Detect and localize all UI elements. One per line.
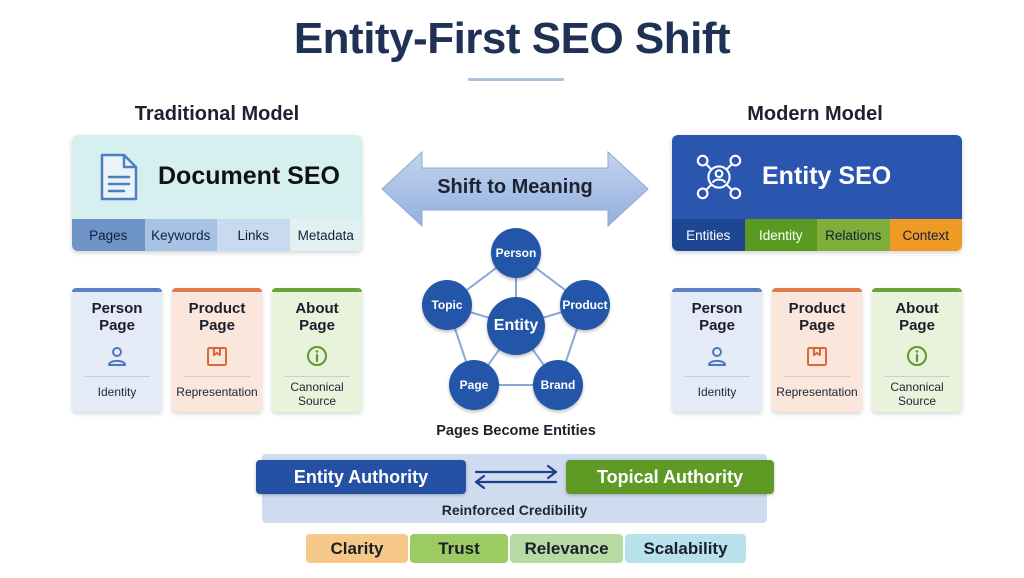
- authority-caption: Reinforced Credibility: [441, 502, 588, 518]
- entity-seo-header: Entity SEO: [672, 135, 962, 219]
- info-icon: [307, 346, 327, 366]
- value-relevance: Relevance: [510, 534, 623, 563]
- double-arrow-icon: [381, 150, 649, 228]
- network-hub-icon: [696, 154, 742, 200]
- node-page: Page: [449, 360, 499, 410]
- tag-relations: Relations: [817, 219, 890, 251]
- tag-context: Context: [889, 219, 962, 251]
- entity-network: Person Product Brand Page Topic Entity: [410, 226, 620, 416]
- tag-metadata: Metadata: [289, 219, 362, 251]
- page-title: Entity-First SEO Shift: [293, 14, 731, 63]
- modern-heading: Modern Model: [747, 103, 883, 125]
- value-scalability: Scalability: [625, 534, 746, 563]
- page-card-subtitle: Identity: [97, 385, 137, 399]
- document-icon: [100, 153, 138, 201]
- traditional-heading: Traditional Model: [134, 103, 300, 125]
- person-icon: [108, 347, 126, 366]
- title-underline: [468, 78, 564, 81]
- value-clarity: Clarity: [306, 534, 408, 563]
- person-icon: [708, 347, 726, 366]
- page-card-subtitle: Representation: [776, 385, 858, 399]
- value-trust: Trust: [410, 534, 508, 563]
- document-seo-card: Document SEO Pages Keywords Links Metada…: [72, 135, 362, 251]
- tag-keywords: Keywords: [144, 219, 217, 251]
- info-icon: [907, 346, 927, 366]
- tag-entities: Entities: [672, 219, 745, 251]
- tag-pages: Pages: [72, 219, 145, 251]
- document-seo-header: Document SEO: [72, 135, 362, 219]
- product-box-icon: [807, 347, 827, 366]
- product-box-icon: [207, 347, 227, 366]
- page-card-subtitle: Representation: [176, 385, 258, 399]
- tag-identity: Identity: [744, 219, 817, 251]
- bidirectional-arrow-icon: [474, 464, 558, 490]
- document-seo-title: Document SEO: [158, 162, 340, 190]
- topical-authority-pill: Topical Authority: [566, 460, 774, 494]
- node-person: Person: [491, 228, 541, 278]
- node-brand: Brand: [533, 360, 583, 410]
- entity-seo-card: Entity SEO Entities Identity Relations C…: [672, 135, 962, 251]
- tag-links: Links: [217, 219, 290, 251]
- network-caption: Pages Become Entities: [436, 423, 596, 439]
- document-seo-tags: Pages Keywords Links Metadata: [72, 219, 362, 251]
- entity-authority-pill: Entity Authority: [256, 460, 466, 494]
- shift-label: Shift to Meaning: [437, 176, 593, 198]
- entity-seo-tags: Entities Identity Relations Context: [672, 219, 962, 251]
- node-entity: Entity: [487, 297, 545, 355]
- page-card-subtitle: Identity: [697, 385, 737, 399]
- entity-seo-title: Entity SEO: [762, 162, 892, 190]
- node-product: Product: [560, 280, 610, 330]
- node-topic: Topic: [422, 280, 472, 330]
